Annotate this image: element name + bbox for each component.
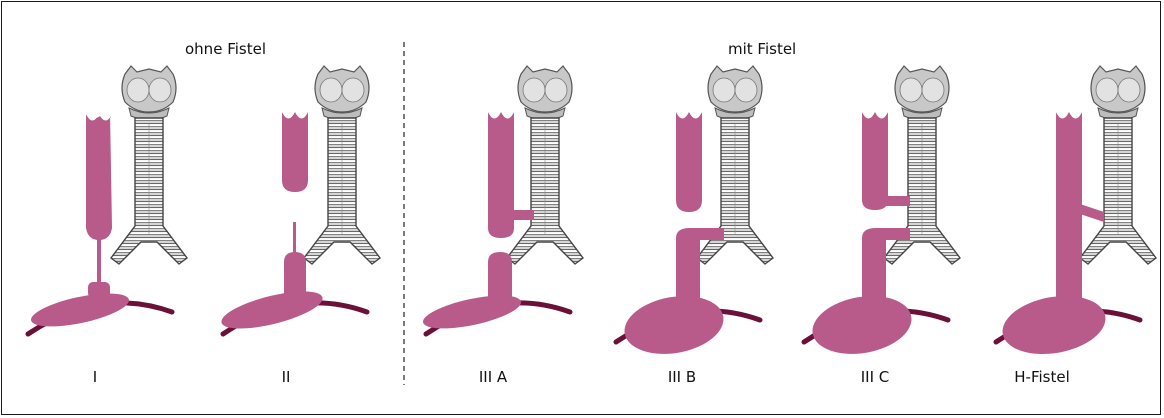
- section-label-with-fistula: mit Fistel: [728, 40, 796, 58]
- type-iiic-diagram: [804, 66, 960, 361]
- section-label-without-fistula: ohne Fistel: [185, 40, 266, 58]
- type-label-iiic: III C: [861, 368, 890, 386]
- type-ii-diagram: [218, 66, 380, 336]
- type-label-ii: II: [282, 368, 291, 386]
- type-iiib-diagram: [616, 66, 773, 361]
- type-label-h-fistula: H-Fistel: [1014, 368, 1070, 386]
- type-label-i: I: [93, 368, 97, 386]
- type-label-iiia: III A: [479, 368, 507, 386]
- type-iiia-diagram: [420, 66, 583, 335]
- type-label-iiib: III B: [668, 368, 696, 386]
- type-h-fistula-diagram: [996, 66, 1156, 362]
- type-i-diagram: [28, 66, 187, 334]
